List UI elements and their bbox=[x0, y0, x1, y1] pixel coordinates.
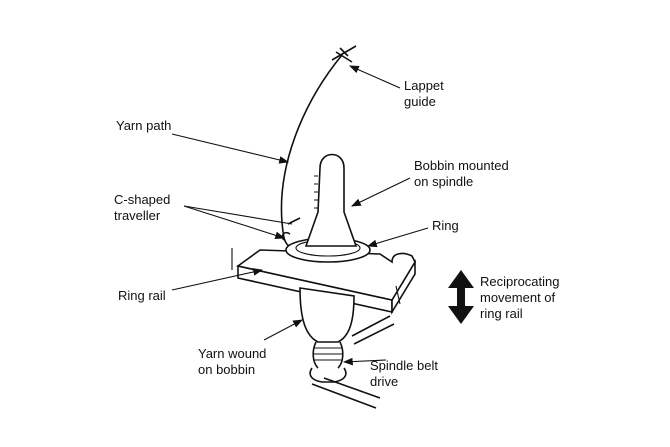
label-spindle-belt-2: drive bbox=[370, 374, 398, 389]
label-traveller-2: traveller bbox=[114, 208, 161, 223]
yarn-package bbox=[299, 287, 355, 343]
leader-lappet bbox=[348, 65, 401, 89]
leader-bobbin bbox=[351, 177, 411, 207]
label-yarn-path: Yarn path bbox=[116, 118, 171, 133]
label-bobbin-1: Bobbin mounted bbox=[414, 158, 509, 173]
reciprocating-arrow bbox=[448, 270, 474, 324]
label-traveller-1: C-shaped bbox=[114, 192, 170, 207]
leader-ring bbox=[366, 227, 429, 248]
label-ring: Ring bbox=[432, 218, 459, 233]
label-lappet-2: guide bbox=[404, 94, 436, 109]
leader-yarn-path bbox=[171, 133, 290, 164]
spindle-belt bbox=[311, 315, 395, 409]
label-lappet-1: Lappet bbox=[404, 78, 444, 93]
label-bobbin-2: on spindle bbox=[414, 174, 473, 189]
leader-traveller-2 bbox=[183, 205, 293, 225]
label-reciprocating-1: Reciprocating bbox=[480, 274, 560, 289]
label-ring-rail: Ring rail bbox=[118, 288, 166, 303]
lappet-guide bbox=[331, 45, 357, 63]
spindle-whorl bbox=[309, 341, 347, 383]
leader-traveller bbox=[183, 205, 286, 239]
leader-spindle-belt bbox=[342, 357, 387, 366]
label-yarn-wound-2: on bobbin bbox=[198, 362, 255, 377]
label-yarn-wound-1: Yarn wound bbox=[198, 346, 266, 361]
yarn-path-line bbox=[280, 54, 343, 247]
leader-yarn-wound bbox=[263, 319, 303, 341]
label-reciprocating-2: movement of bbox=[480, 290, 556, 305]
bobbin bbox=[304, 153, 358, 247]
leader-ring-rail bbox=[171, 268, 264, 291]
c-shaped-traveller bbox=[281, 217, 301, 241]
label-reciprocating-3: ring rail bbox=[480, 306, 523, 321]
label-spindle-belt-1: Spindle belt bbox=[370, 358, 438, 373]
